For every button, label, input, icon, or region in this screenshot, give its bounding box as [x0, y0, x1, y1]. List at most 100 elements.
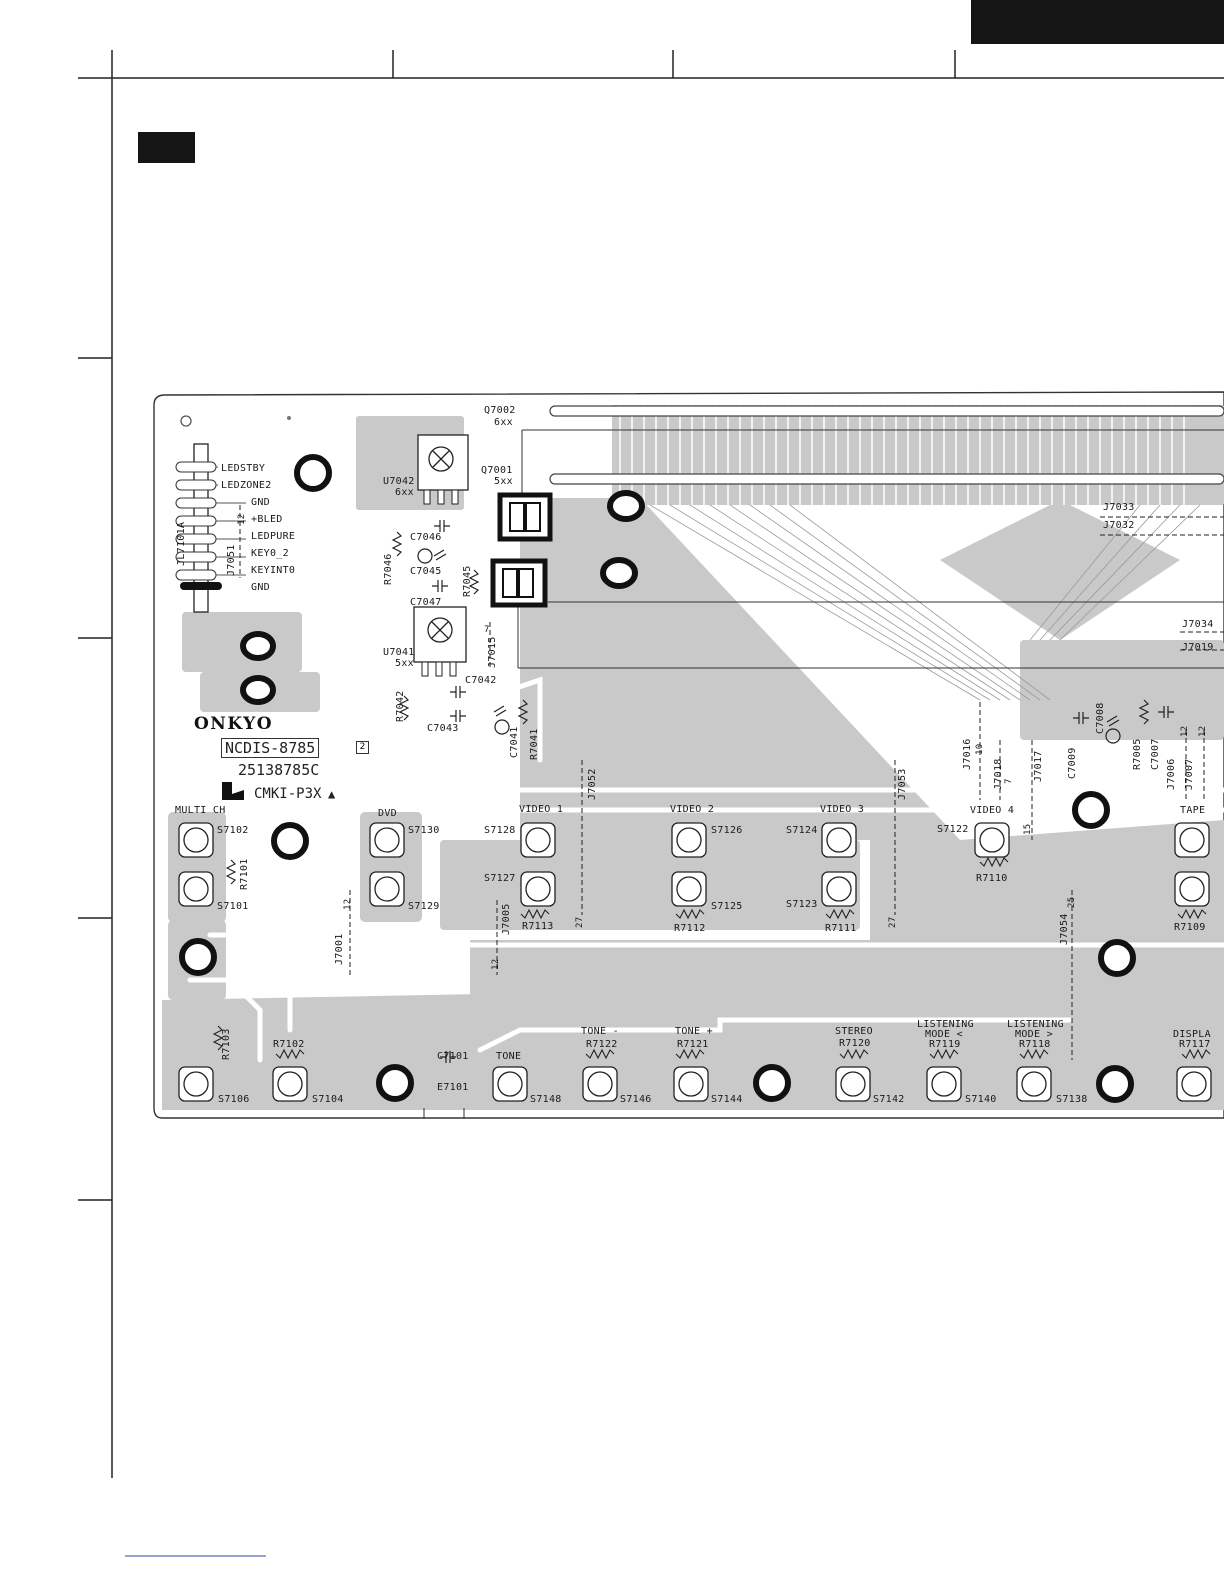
section-tag-box [138, 132, 195, 163]
button-label-video-3: VIDEO 3 [820, 804, 865, 815]
resistor-ref: R7113 [522, 921, 554, 932]
ref-c7042: C7042 [465, 675, 497, 686]
switch-s7140 [926, 1066, 962, 1102]
u7041-module [413, 606, 467, 677]
ul-code: CMKI-P3X [254, 786, 322, 802]
len-15: 15 [1023, 823, 1033, 835]
switch-s7125 [671, 871, 707, 907]
resistor-ref: R7109 [1174, 922, 1206, 933]
switch-s7138 [1016, 1066, 1052, 1102]
len-27a: 27 [575, 916, 585, 928]
ref-c7009: C7009 [1067, 747, 1078, 779]
jumper-length: 12 [237, 513, 247, 525]
ref-c7101: C7101 [437, 1051, 469, 1062]
switch-ref: S7101 [217, 901, 249, 912]
pin-label: GND [251, 582, 270, 593]
switch-s7130 [369, 822, 405, 858]
ref-c7007: C7007 [1150, 738, 1161, 770]
switch-s7148 [492, 1066, 528, 1102]
resistor-ref: R7110 [976, 873, 1008, 884]
button-label-tone-minus: TONE - [581, 1026, 619, 1037]
switch-s7146 [582, 1066, 618, 1102]
resistor-ref: R7121 [677, 1039, 709, 1050]
ref-j7006: J7006 [1166, 758, 1177, 790]
switch-s7101 [178, 871, 214, 907]
val-u7042: 6xx [395, 487, 414, 498]
switch-ref: S7130 [408, 825, 440, 836]
ref-j7054: J7054 [1059, 913, 1070, 945]
switch-s7124 [821, 822, 857, 858]
board-name: NCDIS-8785 [221, 738, 320, 758]
switch-ref: S7104 [312, 1094, 344, 1105]
button-label-video-1: VIDEO 1 [519, 804, 564, 815]
len-j7006: 12 [1180, 725, 1190, 737]
ref-j7033: J7033 [1103, 502, 1135, 513]
resistor-ref: R7103 [221, 1028, 232, 1060]
brand-logo: ONKYO [194, 714, 274, 734]
header-black-bar [971, 0, 1224, 44]
pin-label: LEDPURE [251, 531, 296, 542]
ref-c7043: C7043 [427, 723, 459, 734]
switch-ref: S7128 [484, 825, 516, 836]
val-q7001: 5xx [494, 476, 513, 487]
pin-label: KEYINT0 [251, 565, 296, 576]
ref-j7015: J7015 [487, 636, 498, 668]
switch-ref: S7126 [711, 825, 743, 836]
resistor-ref: R7117 [1179, 1039, 1211, 1050]
val-u7041: 5xx [395, 658, 414, 669]
switch-s7128 [520, 822, 556, 858]
pin-label: KEY0_2 [251, 548, 289, 559]
resistor-ref: R7101 [239, 858, 250, 890]
ref-u7041: U7041 [383, 647, 415, 658]
resistor-ref: R7119 [929, 1039, 961, 1050]
switch-s7106 [178, 1066, 214, 1102]
switch-s7122 [974, 822, 1010, 858]
switch-s7126 [671, 822, 707, 858]
switch-ref: S7127 [484, 873, 516, 884]
switch-ref: S7124 [786, 825, 818, 836]
switch-ref: S7106 [218, 1094, 250, 1105]
ref-q7001: Q7001 [481, 465, 513, 476]
switch-ref: S7122 [937, 824, 969, 835]
button-label-listening-mode-up-1: LISTENING [1007, 1019, 1064, 1030]
switch-ref: S7129 [408, 901, 440, 912]
switch-ref: S7146 [620, 1094, 652, 1105]
ref-j7034: J7034 [1182, 619, 1214, 630]
ref-c7047: C7047 [410, 597, 442, 608]
button-label-listening-mode-down-2: MODE < [925, 1029, 963, 1040]
button-label-dvd: DVD [378, 808, 397, 819]
connector-ref: JL7101A [176, 521, 187, 566]
val-q7002: 6xx [494, 417, 513, 428]
resistor-ref: R7118 [1019, 1039, 1051, 1050]
ref-r7005: R7005 [1132, 738, 1143, 770]
switch-ref: S7125 [711, 901, 743, 912]
ref-j7019: J7019 [1182, 642, 1214, 653]
button-label-tone: TONE [496, 1051, 522, 1062]
switch-ref: S7144 [711, 1094, 743, 1105]
len-j7018: 7 [1004, 778, 1014, 784]
button-label-tone-plus: TONE + [675, 1026, 713, 1037]
ref-e7101: E7101 [437, 1082, 469, 1093]
button-label-multi-ch: MULTI CH [175, 805, 226, 816]
resistor-ref: R7102 [273, 1039, 305, 1050]
resistor-ref: R7112 [674, 923, 706, 934]
ul-mark-icon [222, 782, 244, 800]
ref-c7045: C7045 [410, 566, 442, 577]
switch-s7123 [821, 871, 857, 907]
ref-j7007: J7007 [1184, 758, 1195, 790]
len-j7016: 10 [975, 743, 985, 755]
switch-ref: S7140 [965, 1094, 997, 1105]
ref-c7008: C7008 [1095, 702, 1106, 734]
switch-s7129 [369, 871, 405, 907]
ref-u7042: U7042 [383, 476, 415, 487]
len-j7005: 12 [491, 958, 501, 970]
board-rev: 2 [356, 741, 369, 754]
ref-j7017: J7017 [1033, 750, 1044, 782]
switch-ref: S7138 [1056, 1094, 1088, 1105]
resistor-ref: R7120 [839, 1038, 871, 1049]
ref-r7046: R7046 [383, 553, 394, 585]
button-label-tape: TAPE [1180, 805, 1206, 816]
switch-s7127 [520, 871, 556, 907]
button-label-stereo: STEREO [835, 1026, 873, 1037]
